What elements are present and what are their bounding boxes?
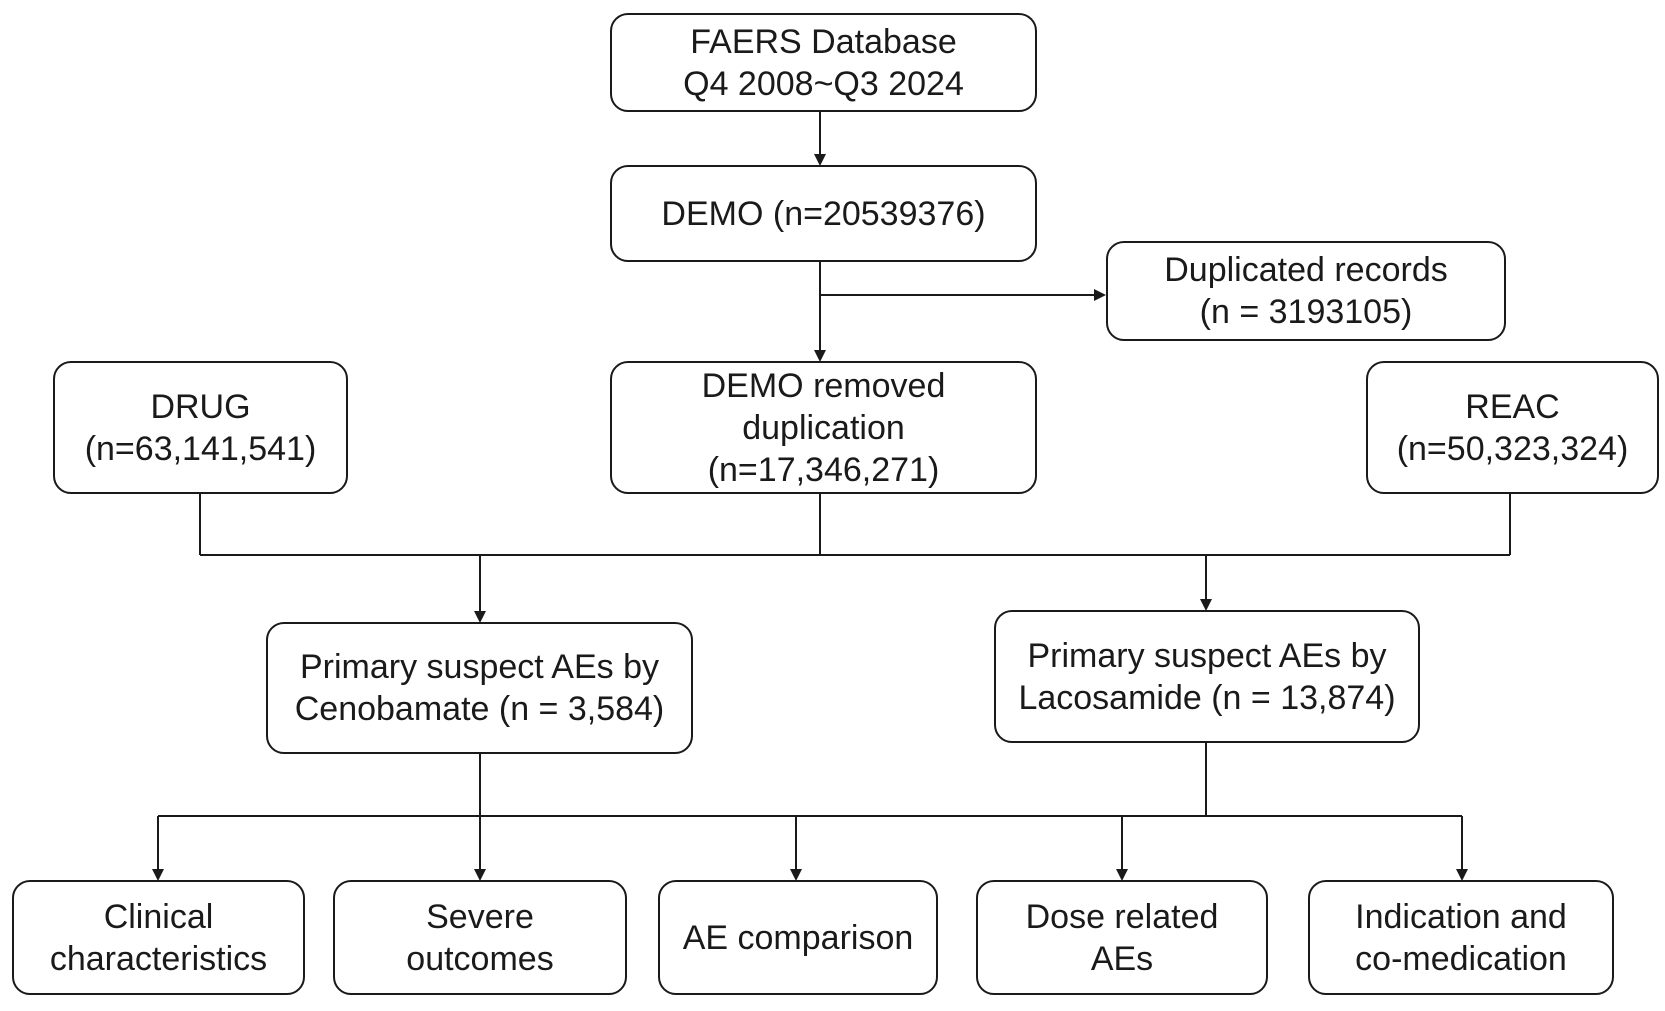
dose-line2: AEs <box>1090 939 1154 978</box>
faers-database-box: FAERS Database Q4 2008~Q3 2024 <box>610 13 1037 112</box>
faers-title: FAERS Database <box>690 22 957 61</box>
ae-comparison-box: AE comparison <box>658 880 938 995</box>
clinical-line1: Clinical <box>103 897 214 936</box>
drug-box: DRUG (n=63,141,541) <box>53 361 348 494</box>
drug-title: DRUG <box>150 387 251 426</box>
cenobamate-line1: Primary suspect AEs by <box>299 648 659 686</box>
severe-line1: Severe <box>426 897 534 936</box>
lacosamide-line1: Primary suspect AEs by <box>1027 636 1387 675</box>
cenobamate-line2: Cenobamate (n = 3,584) <box>294 690 665 728</box>
indication-co-medication-box: Indication and co-medication <box>1308 880 1614 995</box>
faers-period: Q4 2008~Q3 2024 <box>683 64 964 103</box>
cenobamate-aes-box: Primary suspect AEs by Cenobamate (n = 3… <box>266 622 693 754</box>
reac-count: (n=50,323,324) <box>1396 429 1629 468</box>
clinical-line2: characteristics <box>49 939 268 978</box>
indication-line1: Indication and <box>1355 897 1567 936</box>
ae-comparison-label: AE comparison <box>682 918 914 957</box>
dose-related-aes-box: Dose related AEs <box>976 880 1268 995</box>
duplicated-title: Duplicated records <box>1164 251 1448 289</box>
demo-removed-count: (n=17,346,271) <box>707 450 940 489</box>
severe-line2: outcomes <box>406 939 554 978</box>
demo-removed-line2: duplication <box>742 408 905 447</box>
indication-line2: co-medication <box>1355 939 1567 978</box>
dose-line1: Dose related <box>1025 897 1219 936</box>
reac-box: REAC (n=50,323,324) <box>1366 361 1659 494</box>
lacosamide-line2: Lacosamide (n = 13,874) <box>1018 678 1396 717</box>
clinical-characteristics-box: Clinical characteristics <box>12 880 305 995</box>
drug-count: (n=63,141,541) <box>84 429 317 468</box>
demo-removed-duplication-box: DEMO removed duplication (n=17,346,271) <box>610 361 1037 494</box>
duplicated-records-box: Duplicated records (n = 3193105) <box>1106 241 1506 341</box>
demo-removed-line1: DEMO removed <box>701 366 946 405</box>
demo-box: DEMO (n=20539376) <box>610 165 1037 262</box>
reac-title: REAC <box>1465 387 1560 426</box>
severe-outcomes-box: Severe outcomes <box>333 880 627 995</box>
duplicated-count: (n = 3193105) <box>1199 293 1413 331</box>
lacosamide-aes-box: Primary suspect AEs by Lacosamide (n = 1… <box>994 610 1420 743</box>
demo-label: DEMO (n=20539376) <box>661 194 986 233</box>
